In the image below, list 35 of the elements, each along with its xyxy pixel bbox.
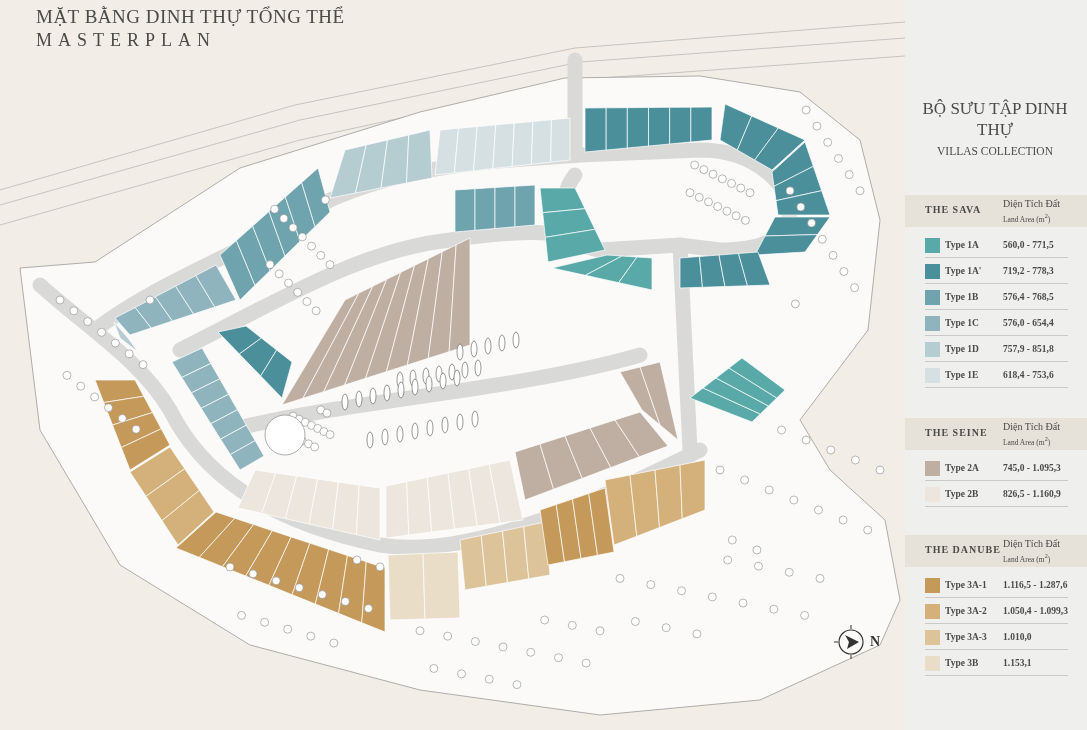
land-area-value: 1.010,0 bbox=[1003, 632, 1033, 642]
land-area-value: 719,2 - 778,3 bbox=[1003, 266, 1055, 276]
legend-label: Type 2B bbox=[945, 489, 980, 499]
legend-label: Type 1C bbox=[945, 318, 980, 328]
land-area-value: 1.153,1 bbox=[1003, 658, 1033, 668]
compass-north-label: N bbox=[870, 634, 881, 650]
legend-label: Type 1E bbox=[945, 370, 980, 380]
land-area-value: 576,4 - 768,5 bbox=[1003, 292, 1055, 302]
collection-name: THE DANUBE bbox=[925, 544, 1002, 555]
land-area-value: 1.116,5 - 1.287,6 bbox=[1003, 580, 1069, 590]
legend-label: Type 3A-3 bbox=[945, 632, 988, 642]
column-heading: Diện Tích Đất bbox=[1003, 421, 1062, 432]
legend-label: Type 3B bbox=[945, 658, 980, 668]
title: MẶT BẰNG DINH THỰ TỔNG THỂ bbox=[36, 6, 346, 28]
land-area-value: 618,4 - 753,6 bbox=[1003, 370, 1055, 380]
collection-subheading: VILLAS COLLECTION bbox=[936, 145, 1054, 157]
column-heading: Diện Tích Đất bbox=[1003, 198, 1062, 209]
legend-label: Type 1A bbox=[945, 240, 980, 250]
land-area-value: 757,9 - 851,8 bbox=[1003, 344, 1055, 354]
legend-label: Type 1D bbox=[945, 344, 980, 354]
column-heading: Diện Tích Đất bbox=[1003, 538, 1062, 549]
land-area-value: 560,0 - 771,5 bbox=[1003, 240, 1055, 250]
collection-name: THE SAVA bbox=[925, 204, 983, 215]
legend-label: Type 3A-2 bbox=[945, 606, 988, 616]
legend-label: Type 3A-1 bbox=[945, 580, 988, 590]
legend-label: Type 1A' bbox=[945, 266, 983, 276]
land-area-value: 576,0 - 654,4 bbox=[1003, 318, 1055, 328]
legend-label: Type 2A bbox=[945, 463, 980, 473]
land-area-value: 826,5 - 1.160,9 bbox=[1003, 489, 1062, 499]
land-area-value: 1.050,4 - 1.099,3 bbox=[1003, 606, 1069, 616]
subtitle: MASTERPLAN bbox=[36, 30, 217, 51]
land-area-value: 745,0 - 1.095,3 bbox=[1003, 463, 1062, 473]
collection-name: THE SEINE bbox=[925, 427, 989, 438]
legend-label: Type 1B bbox=[945, 292, 980, 302]
collection-heading: BỘ SƯU TẬP DINH THỰ bbox=[921, 98, 1069, 140]
